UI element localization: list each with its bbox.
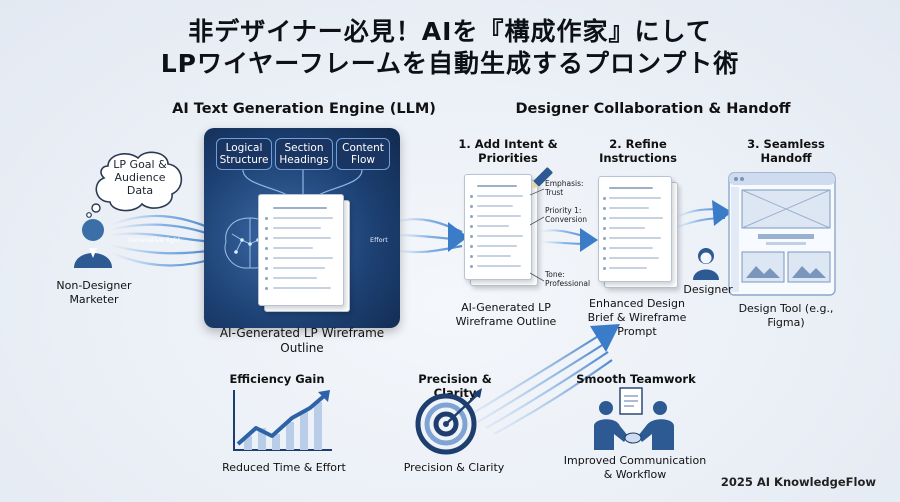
page-title-line1: 非デザイナー必見！AIを『構成作家』にして	[188, 17, 712, 46]
marketer-label: Non-Designer Marketer	[56, 279, 132, 306]
designer-label: Designer	[683, 283, 733, 296]
benefit3-title: Smooth Teamwork	[576, 372, 696, 386]
designer-icon	[693, 248, 719, 280]
tag-logical-structure: Logical Structure	[216, 138, 272, 170]
tag-content-flow: Content Flow	[336, 138, 390, 170]
engine-doc-front	[258, 194, 344, 306]
note-priority: Priority 1: Conversion	[545, 206, 588, 224]
step1-title: 1. Add Intent & Priorities	[458, 137, 558, 165]
benefit1-title: Efficiency Gain	[229, 372, 325, 386]
step3-caption: Design Tool (e.g., Figma)	[738, 302, 834, 329]
rising-arrowhead	[590, 324, 620, 352]
generative-light-label: Generative light	[128, 236, 181, 244]
note-emphasis: Emphasis: Trust	[545, 179, 584, 197]
page-title-line2: LPワイヤーフレームを自動生成するプロンプト術	[160, 49, 740, 78]
pencil-icon	[531, 167, 553, 189]
engine-caption: AI-Generated LP Wireframe Outline	[219, 326, 385, 355]
arrow-to-step1	[448, 222, 468, 252]
benefit3-caption: Improved Communication & Workflow	[563, 454, 707, 481]
footer-credit: 2025 AI KnowledgeFlow	[720, 475, 876, 489]
step2-caption: Enhanced Design Brief & Wireframe Prompt	[587, 297, 687, 338]
target-icon	[415, 388, 482, 455]
step3-title: 3. Seamless Handoff	[747, 137, 825, 165]
rising-stream	[469, 334, 613, 435]
step1-note-leaders	[530, 188, 545, 282]
marketer-icon	[74, 219, 112, 268]
tag-section-headings: Section Headings	[275, 138, 333, 170]
effort-flow-label: Effort	[370, 236, 388, 244]
engine-heading: AI Text Generation Engine (LLM)	[172, 101, 436, 117]
benefit1-caption: Reduced Time & Effort	[222, 461, 346, 474]
llm-engine-panel: Logical Structure Section Headings Conte…	[204, 128, 400, 328]
design-tool-window	[728, 172, 836, 296]
teamwork-icon	[594, 387, 674, 450]
arrow-to-step2	[580, 228, 598, 252]
step1-doc	[464, 174, 532, 280]
step2-title: 2. Refine Instructions	[599, 137, 677, 165]
bubble-text: LP Goal & Audience Data	[113, 158, 167, 197]
note-tone: Tone: Professional	[545, 270, 591, 288]
benefit2-caption: Precision & Clarity	[403, 461, 505, 474]
arrow-to-step3	[712, 200, 732, 226]
collab-heading: Designer Collaboration & Handoff	[515, 101, 791, 117]
step2-doc	[598, 176, 672, 282]
step1-caption: AI-Generated LP Wireframe Outline	[455, 301, 557, 328]
thought-bubble	[86, 151, 183, 218]
chart-growth-icon	[233, 390, 332, 451]
